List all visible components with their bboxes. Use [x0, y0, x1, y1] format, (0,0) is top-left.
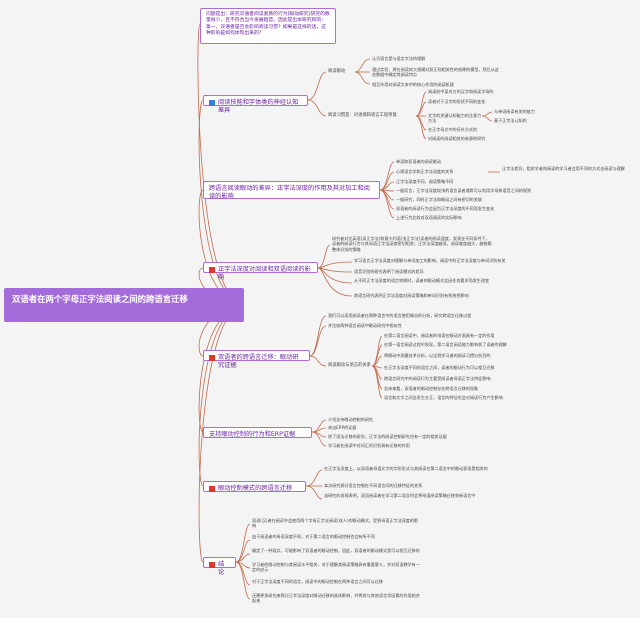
b4-item[interactable]: 总体来看，双语者的眼动控制存在跨语言迁移的现象 [384, 386, 479, 391]
b7-item[interactable]: 对于正字法深度不同的语言，阅读中的眼动控制在两种语言之间可以迁移 [252, 579, 383, 584]
intro-text: 问题提出：研究双语者阅读素质的行为(眼动研究)研究的数量很少，且不符合当今发展趋… [206, 12, 330, 37]
flag-icon [209, 100, 215, 106]
b5-item[interactable]: 介绍支持眼动控制的研究 [328, 417, 374, 422]
b4-item[interactable]: 在正字法深度不同的语言之间，读者的眼动行为可以相互迁移 [384, 365, 495, 370]
b2-item[interactable]: 上述行为比较对双语阅读的实际影响 [396, 215, 462, 220]
b1-g2-item[interactable]: 阅读前中某对方的汉字和阅读字母的 [428, 89, 494, 94]
b1-title: 阅读技能和字体类的神经认知差异 [218, 99, 299, 114]
topic-intro[interactable]: 问题提出：研究双语者阅读素质的行为(眼动研究)研究的数量很少，且不符合当今发展趋… [200, 8, 336, 44]
b1-g2-label[interactable]: 阅读习惯是：对语境和语言工程师意 [328, 113, 397, 118]
flag-icon [209, 486, 215, 492]
topic-b2[interactable]: 跨语言阅读眼动的差异：正字法深度的作用及其对加工和阅读的影响 [203, 181, 380, 200]
edge-root-b6 [198, 304, 245, 487]
b1-g2-item[interactable]: 读者对于汉字的形状不同的变化 [428, 99, 486, 104]
topic-b1[interactable]: 阅读技能和字体类的神经认知差异 [203, 95, 308, 114]
b1-g1-item[interactable]: 通过实验，将在阅读的大规模对双正则相关性的效果的模型，然后从这些数据中确定其阅读… [372, 67, 499, 78]
b2-item[interactable]: 双语者的阅读行为会因为正字法深度的不同而发生变化 [396, 206, 495, 211]
b3-item[interactable]: 语音识别的研究表明了阅读模式的差异 [354, 269, 424, 274]
b4-item[interactable]: 跨语言研究中的阅读行为主要受阅读者母语正字法特征影响 [384, 376, 491, 381]
b6-title: 眼动控制模式的跨语言迁移 [218, 485, 293, 492]
b2-item[interactable]: 一般研究，同时正字法和眼动之间有密切的关联 [396, 197, 482, 202]
b4-item[interactable]: 在第一语言阅读过程中发现，第二语言阅读能力影响到了读者的理解 [384, 342, 507, 347]
b6-item[interactable]: 该研究的发现表明，双语阅读者在学习第二语言时会将母语阅读策略迁移到新语言中 [324, 493, 476, 498]
b7-item[interactable]: 由于阅读者的母语深度不同，对于第二语言的眼动控制也会有所不同 [252, 534, 375, 539]
b2-side[interactable]: 正字法差异，相关学者和阅读的学习者会用不同的方式去阅读与理解 [502, 166, 625, 171]
b1-g1-label[interactable]: 阅读眼动 [328, 69, 346, 74]
b1-g1-item[interactable]: 相互作用对阅读文本中的核心作用的阅读机理 [372, 82, 454, 87]
root-title: 双语者在两个字母正字法阅读之间的跨语言迁移 [12, 294, 188, 304]
b6-item[interactable]: 本次研究探讨语言控制在不同语言间的迁移特征的关系 [324, 483, 423, 488]
b2-item[interactable]: 正字法深度不同，阅读策略不同 [396, 179, 454, 184]
topic-b7[interactable]: 结论 [203, 557, 236, 576]
b4-label[interactable]: 阅读眼动与语言的关系 [328, 363, 371, 368]
b7-item[interactable]: 还需更多研究来探讨正字法深度对眼动迁移的具体影响，并将其与其他语言学因素的作用结… [252, 593, 420, 604]
flag-icon [209, 562, 215, 568]
root-topic[interactable]: 双语者在两个字母正字法阅读之间的跨语言迁移 [4, 288, 244, 322]
b1-g2-sub[interactable]: 与单词阅读有关的能力 [494, 109, 535, 114]
b7-item[interactable]: 学习者的眼动控制与其阅读水平相关，对于理解其阅读策略具有重要意义，并对双语教学有… [252, 562, 420, 573]
b3-item[interactable]: 学习语言正字法深度对理解与单词加工的影响，阅读中的正字法深度与单词识别有关 [354, 258, 506, 263]
topic-b6[interactable]: 眼动控制模式的跨语言迁移 [203, 481, 306, 492]
b5-item[interactable]: 除了语法迁移的研究，正字法的阅读控制研究也有一定的相关证据 [328, 434, 447, 439]
topic-b5[interactable]: 支持眼动控制的行为和ERP证据 [203, 427, 312, 438]
b4-lead[interactable]: 并比较两种语言阅读中眼动研究中相似性 [328, 323, 402, 328]
b2-item[interactable]: 一般而言，正字法深度较浅的语言读者通常可以利用字母和语音之间的规则 [396, 188, 532, 193]
b1-g2-item[interactable]: 文字的关键认知能力的注意力方法 [428, 113, 482, 124]
b3-item[interactable]: 跨语言研究表明正字法深度对阅读策略和单词识别有系统性影响 [354, 293, 469, 298]
flag-icon [209, 355, 215, 361]
b5-item[interactable]: 学习者在阅读中对词汇的识别具有迁移的作用 [328, 443, 410, 448]
b3-lead[interactable]: 研究者对比英语(深正字法)和意大利语(浅正字法)读者的阅读速度，发现在不同条件下… [332, 236, 492, 252]
b5-item[interactable]: 来自ERP的证据 [328, 425, 357, 430]
b4-item[interactable]: 在第二语言阅读中，阅读者的母语在眼动方面具有一定的作用 [384, 333, 495, 338]
b4-item[interactable]: 语言和文字之间会发生交互，语言的特征也会对阅读行为产生影响 [384, 395, 503, 400]
b7-item[interactable]: 确定了一种观点，可能影响了双语者的眼动控制，因此，双语者的眼动模式是可以相互迁移… [252, 548, 420, 553]
b1-g2-sub[interactable]: 基于正字法认知的 [494, 118, 527, 123]
b1-g1-item[interactable]: 认识语言是与语言字法的理解 [372, 56, 426, 61]
b7-item[interactable]: 双语(汉)者在阅读中会使用两个字母正字法阅读(成人)的眼动模式，受到母语正字法深… [252, 518, 419, 529]
b2-title: 跨语言阅读眼动的差异：正字法深度的作用及其对加工和阅读的影响 [209, 185, 370, 200]
b4-item[interactable]: 将眼动中测量技术分析，以达到学习者的阅读习惯分析目的 [384, 353, 491, 358]
b7-title: 结论 [218, 561, 225, 576]
b5-title: 支持眼动控制的行为和ERP证据 [209, 431, 296, 438]
flag-icon [209, 267, 215, 273]
b6-item[interactable]: 在正字法深度上，以双语者母语文字的字形形式与其阅读在第二语言中的眼动表现是相关的 [324, 466, 488, 471]
topic-b4[interactable]: 双语者的跨语言迁移：眼动研究证据 [203, 350, 310, 369]
b2-item[interactable]: 心理语言学和正字法深度的关系 [396, 169, 454, 174]
topic-b3[interactable]: 正字法深度对阅读和双语阅读的影响 [203, 262, 318, 281]
b2-item[interactable]: 单语和双语者的阅读眼动 [396, 159, 442, 164]
b4-title: 双语者的跨语言迁移：眼动研究证据 [218, 354, 299, 369]
b4-lead[interactable]: 我们可以采用阅读者在两种语言中的语言使用情况的分析，研究跨语言迁移过程 [328, 313, 472, 318]
b1-g2-item[interactable]: 对阅读的阅读相关的来源的研究 [428, 136, 486, 141]
b3-title: 正字法深度对阅读和双语阅读的影响 [218, 266, 311, 281]
b3-item[interactable]: 从不同正字法深度的语言转换时，读者的眼动模式会因任务要求而发生改变 [354, 278, 490, 283]
b1-g2-item[interactable]: 在正字母文中的另外方式的 [428, 127, 478, 132]
